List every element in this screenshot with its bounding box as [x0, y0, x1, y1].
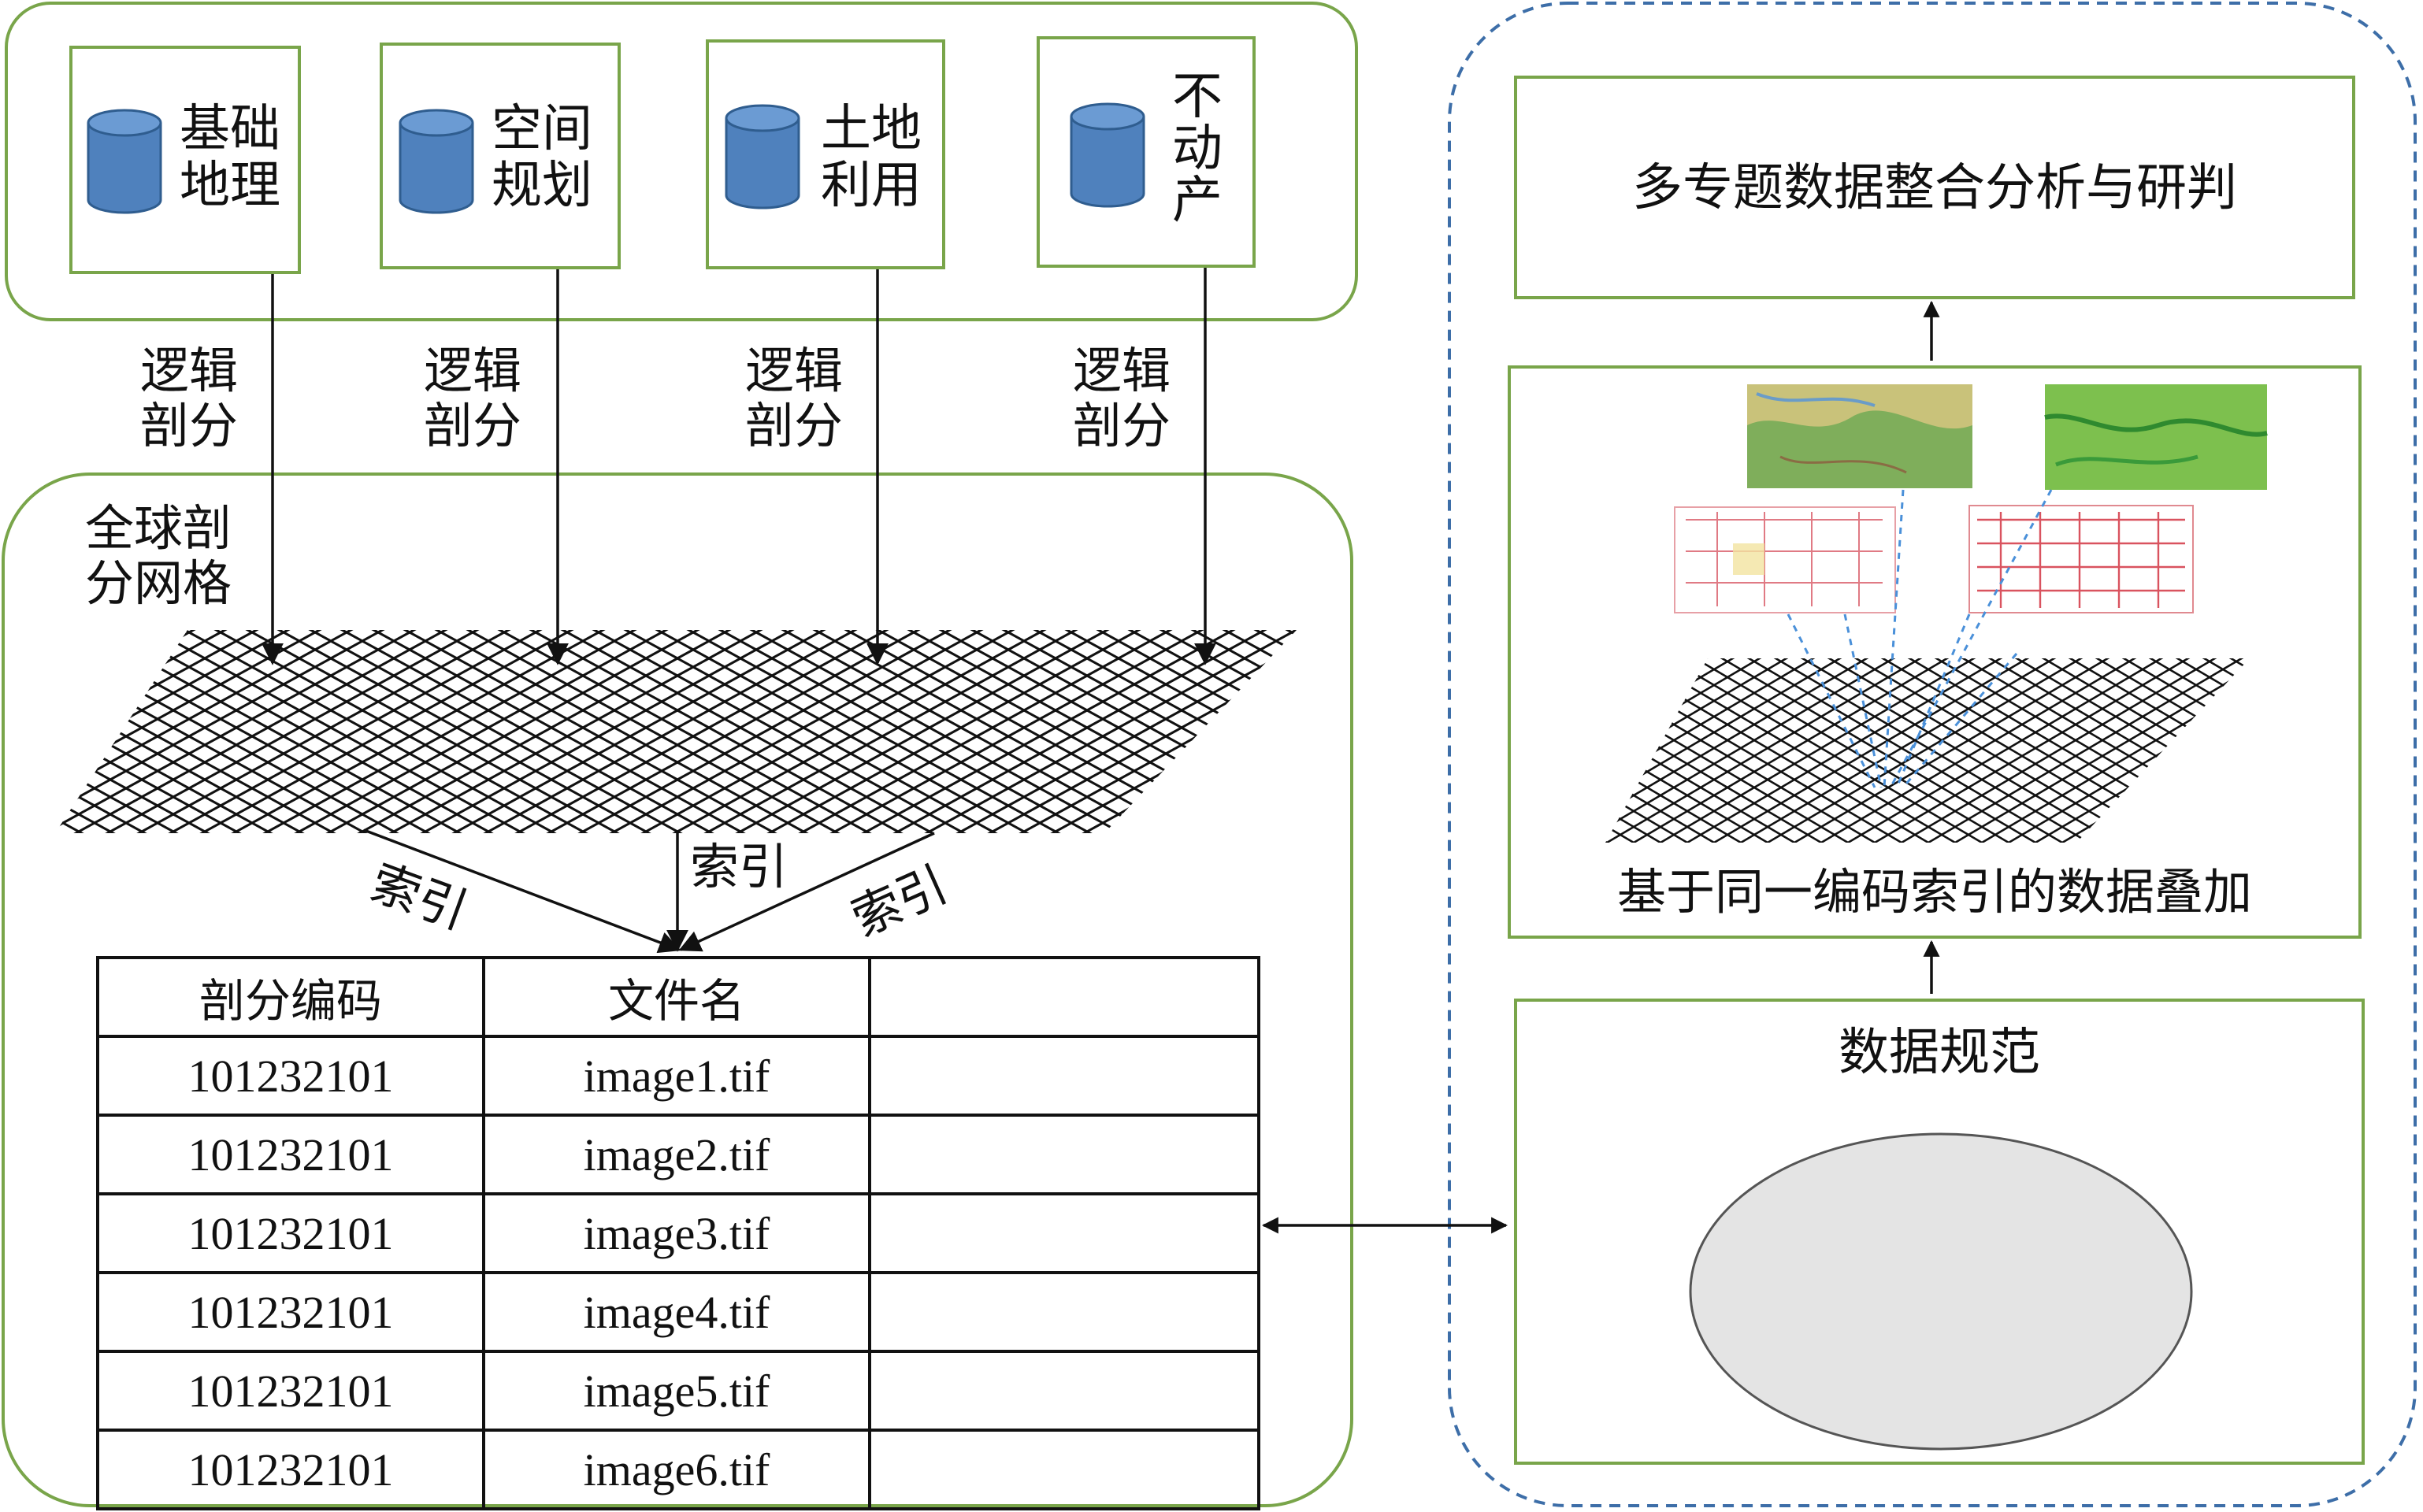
table-row: 101232101 image5.tif [96, 1350, 1260, 1432]
logic-split-line: 剖分 [424, 397, 522, 454]
code-cell: 101232101 [96, 1035, 485, 1117]
analysis-box-title: 多专题数据整合分析与研判 [1632, 159, 2237, 217]
code-cell: 101232101 [96, 1114, 485, 1195]
source-label-line: 地理 [180, 157, 280, 215]
filename-cell: image4.tif [482, 1271, 871, 1353]
filename-cell: image5.tif [482, 1350, 871, 1432]
database-icon [399, 109, 474, 214]
database-icon [87, 109, 162, 214]
map-tile-topright [2044, 384, 2268, 490]
index-arrow-right [678, 832, 935, 952]
filename-cell: image3.tif [482, 1192, 871, 1274]
index-label-center: 索引 [690, 838, 788, 895]
empty-cell [868, 1192, 1260, 1274]
logic-split-line: 逻辑 [424, 342, 522, 399]
filename-cell: image6.tif [482, 1429, 871, 1510]
logic-split-line: 逻辑 [745, 342, 844, 399]
code-cell: 101232101 [96, 1350, 485, 1432]
filename-cell: image1.tif [482, 1035, 871, 1117]
logic-split-line: 剖分 [745, 397, 844, 454]
empty-cell [868, 1035, 1260, 1117]
source-label-line: 空间 [492, 100, 592, 158]
source-label-line: 基础 [180, 100, 280, 158]
empty-cell [868, 1271, 1260, 1353]
sources-container [5, 2, 1358, 321]
logic-split-label: 逻辑 剖分 [745, 343, 843, 454]
map-tile-bottomright [1968, 505, 2194, 613]
overlay-box [1508, 365, 2362, 939]
projection-lines [1787, 489, 2053, 788]
index-table: 剖分编码 文件名 101232101 image1.tif 101232101 … [96, 956, 1260, 1510]
source-label-real-estate: 不 动 产 [1172, 71, 1223, 227]
table-header-row: 剖分编码 文件名 [96, 956, 1260, 1038]
logic-split-line: 逻辑 [140, 342, 239, 399]
source-label-line: 利用 [821, 157, 922, 215]
source-label-line: 规划 [492, 157, 592, 215]
logic-split-line: 剖分 [140, 397, 239, 454]
logic-split-label: 逻辑 剖分 [424, 343, 521, 454]
application-container [1448, 2, 2417, 1507]
header-cell-empty [868, 956, 1260, 1038]
logic-split-label: 逻辑 剖分 [1073, 343, 1171, 454]
source-label-spatial-planning: 空间 规划 [492, 101, 592, 214]
logic-split-label: 逻辑 剖分 [140, 343, 238, 454]
global-grid-mesh [55, 630, 1297, 833]
code-cell: 101232101 [96, 1271, 485, 1353]
source-label-line: 不 [1172, 68, 1223, 126]
table-row: 101232101 image3.tif [96, 1192, 1260, 1274]
spec-box-title: 数据规范 [1839, 1024, 2040, 1082]
source-label-line: 土地 [821, 100, 922, 158]
database-icon [725, 104, 800, 209]
map-tile-topleft [1747, 384, 1972, 488]
source-label-line: 产 [1172, 172, 1223, 230]
empty-cell [868, 1429, 1260, 1510]
table-row: 101232101 image1.tif [96, 1035, 1260, 1117]
overlay-grid-mesh [1605, 658, 2250, 843]
header-cell-code: 剖分编码 [96, 956, 485, 1038]
source-box-land-use [706, 39, 945, 269]
header-cell-filename: 文件名 [482, 956, 871, 1038]
spec-ellipse [1689, 1132, 2193, 1451]
table-row: 101232101 image6.tif [96, 1429, 1260, 1510]
database-icon [1070, 102, 1145, 208]
logic-split-line: 逻辑 [1073, 342, 1171, 399]
source-label-land-use: 土地 利用 [821, 101, 922, 214]
source-label-basic-geography: 基础 地理 [180, 101, 280, 214]
logic-split-line: 剖分 [1073, 397, 1171, 454]
global-grid-label-line: 全球剖 [85, 499, 232, 557]
table-row: 101232101 image2.tif [96, 1114, 1260, 1195]
index-arrow-left [363, 828, 681, 954]
code-cell: 101232101 [96, 1192, 485, 1274]
map-tile-bottomleft [1674, 506, 1896, 613]
overlay-caption: 基于同一编码索引的数据叠加 [1616, 863, 2252, 921]
empty-cell [868, 1114, 1260, 1195]
empty-cell [868, 1350, 1260, 1432]
global-grid-label: 全球剖 分网格 [85, 501, 232, 611]
filename-cell: image2.tif [482, 1114, 871, 1195]
table-row: 101232101 image4.tif [96, 1271, 1260, 1353]
source-label-line: 动 [1172, 120, 1223, 178]
global-grid-label-line: 分网格 [85, 554, 232, 612]
spec-box [1514, 999, 2365, 1465]
code-cell: 101232101 [96, 1429, 485, 1510]
analysis-box [1514, 76, 2355, 299]
